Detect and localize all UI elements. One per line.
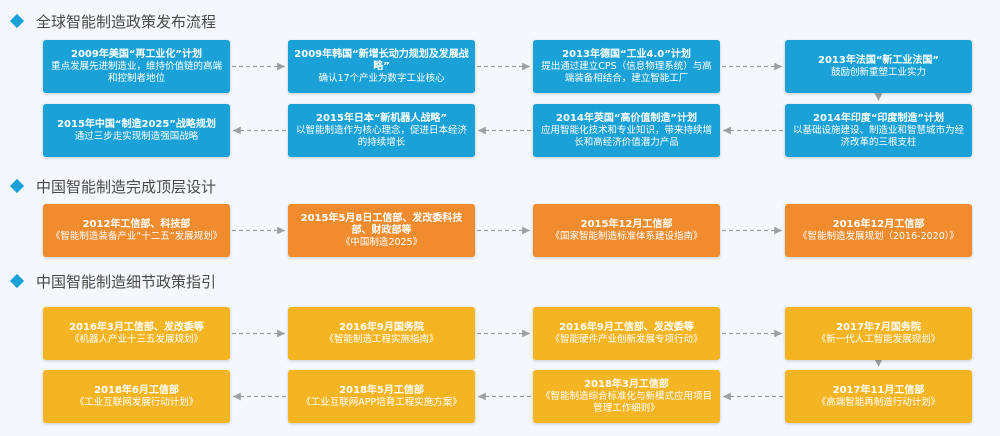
policy-box-title: 2009年美国“再工业化”计划: [71, 48, 202, 60]
policy-box-description: 《工业互联网发展行动计划》: [74, 396, 199, 408]
policy-box: 2016年9月国务院《智能制造工程实施指南》: [288, 307, 475, 360]
policy-box-description: 以智能制造作为核心理念，促进日本经济的持续增长: [295, 124, 467, 148]
policy-box: 2016年12月工信部《智能制造发展规划（2016-2020）》: [785, 204, 972, 257]
section-title: 全球智能制造政策发布流程: [36, 12, 217, 31]
policy-box: 2013年法国“新工业法国”鼓励创新重塑工业实力: [785, 40, 972, 93]
section-title: 中国智能制造细节政策指引: [36, 272, 217, 291]
policy-box: 2014年印度“印度制造”计划以基础设施建设、制造业和智慧城市为经济改革的三根支…: [785, 104, 972, 157]
section-heading-2: 中国智能制造完成顶层设计: [9, 174, 217, 198]
policy-box: 2015年5月8日工信部、发改委科技部、财政部等《中国制造2025》: [288, 204, 475, 257]
policy-box-title: 2014年英国“高价值制造”计划: [556, 112, 697, 124]
policy-box-title: 2017年7月国务院: [836, 321, 921, 333]
section-title: 中国智能制造完成顶层设计: [36, 177, 217, 196]
policy-box-description: 《工业互联网APP培育工程实施方案》: [301, 396, 462, 408]
policy-box-title: 2016年9月工信部、发改委等: [559, 321, 694, 333]
section-heading-3: 中国智能制造细节政策指引: [9, 269, 217, 293]
policy-box-title: 2013年法国“新工业法国”: [818, 54, 939, 66]
policy-box-title: 2015年中国“制造2025”战略规划: [57, 118, 216, 130]
policy-box-title: 2012年工信部、科技部: [82, 218, 191, 230]
policy-box-title: 2018年3月工信部: [584, 378, 669, 390]
policy-box: 2018年3月工信部《智能制造综合标准化与新模式应用项目管理工作细则》: [533, 370, 720, 423]
policy-box: 2013年德国“工业4.0”计划提出通过建立CPS（信息物理系统）与高端装备相结…: [533, 40, 720, 93]
policy-box-title: 2016年9月国务院: [339, 321, 424, 333]
policy-box-description: 《机器人产业十三五发展规划》: [69, 333, 203, 345]
policy-box-title: 2018年6月工信部: [94, 384, 179, 396]
policy-box: 2018年5月工信部《工业互联网APP培育工程实施方案》: [288, 370, 475, 423]
diamond-bullet-icon: [9, 178, 25, 194]
policy-box: 2016年3月工信部、发改委等《机器人产业十三五发展规划》: [43, 307, 230, 360]
policy-box-title: 2017年11月工信部: [832, 384, 925, 396]
diamond-bullet-icon: [9, 13, 25, 29]
policy-box-title: 2015年日本“新机器人战略”: [316, 112, 447, 124]
policy-box-description: 《智能制造工程实施指南》: [324, 333, 439, 345]
policy-box-description: 《智能制造装备产业“十二五”发展规划》: [50, 230, 223, 242]
policy-box-description: 通过三步走实现制造强国战略: [74, 130, 199, 142]
policy-box-description: 提出通过建立CPS（信息物理系统）与高端装备相结合，建立智能工厂: [541, 60, 712, 84]
policy-box-title: 2015年12月工信部: [580, 218, 673, 230]
policy-box-description: 以基础设施建设、制造业和智慧城市为经济改革的三根支柱: [792, 124, 964, 148]
policy-box: 2009年美国“再工业化”计划重点发展先进制造业，维持价值链的高端和控制者地位: [43, 40, 230, 93]
policy-box-title: 2016年3月工信部、发改委等: [69, 321, 204, 333]
policy-box: 2015年12月工信部《国家智能制造标准体系建设指南》: [533, 204, 720, 257]
policy-box-title: 2013年德国“工业4.0”计划: [562, 48, 691, 60]
policy-box-title: 2009年韩国“新增长动力规划及发展战略”: [294, 48, 469, 72]
policy-box-description: 《智能硬件产业创新发展专项行动》: [550, 333, 703, 345]
policy-box-title: 2018年5月工信部: [339, 384, 424, 396]
policy-box-description: 确认17个产业为数字工业核心: [318, 72, 445, 84]
policy-box: 2014年英国“高价值制造”计划应用智能化技术和专业知识，带来持续增长和高经济价…: [533, 104, 720, 157]
policy-box: 2016年9月工信部、发改委等《智能硬件产业创新发展专项行动》: [533, 307, 720, 360]
policy-box-description: 应用智能化技术和专业知识，带来持续增长和高经济价值潜力产品: [540, 124, 712, 148]
policy-box: 2018年6月工信部《工业互联网发展行动计划》: [43, 370, 230, 423]
policy-box-description: 鼓励创新重塑工业实力: [830, 66, 926, 78]
policy-box-description: 重点发展先进制造业，维持价值链的高端和控制者地位: [50, 60, 222, 84]
policy-box: 2017年11月工信部《高端智能再制造行动计划》: [785, 370, 972, 423]
policy-box-description: 《国家智能制造标准体系建设指南》: [550, 230, 703, 242]
policy-box-description: 《高端智能再制造行动计划》: [816, 396, 941, 408]
section-heading-1: 全球智能制造政策发布流程: [9, 9, 217, 33]
policy-box-title: 2016年12月工信部: [832, 218, 925, 230]
policy-box: 2015年中国“制造2025”战略规划通过三步走实现制造强国战略: [43, 104, 230, 157]
policy-box: 2017年7月国务院《新一代人工智能发展规划》: [785, 307, 972, 360]
policy-box-description: 《智能制造综合标准化与新模式应用项目管理工作细则》: [540, 390, 712, 414]
policy-box-description: 《新一代人工智能发展规划》: [816, 333, 941, 345]
policy-box: 2015年日本“新机器人战略”以智能制造作为核心理念，促进日本经济的持续增长: [288, 104, 475, 157]
policy-box-title: 2015年5月8日工信部、发改委科技部、财政部等: [300, 212, 463, 236]
policy-box-title: 2014年印度“印度制造”计划: [813, 112, 944, 124]
diamond-bullet-icon: [9, 273, 25, 289]
policy-box-description: 《智能制造发展规划（2016-2020）》: [797, 230, 960, 242]
policy-box-description: 《中国制造2025》: [340, 236, 423, 248]
policy-box: 2012年工信部、科技部《智能制造装备产业“十二五”发展规划》: [43, 204, 230, 257]
policy-box: 2009年韩国“新增长动力规划及发展战略”确认17个产业为数字工业核心: [288, 40, 475, 93]
